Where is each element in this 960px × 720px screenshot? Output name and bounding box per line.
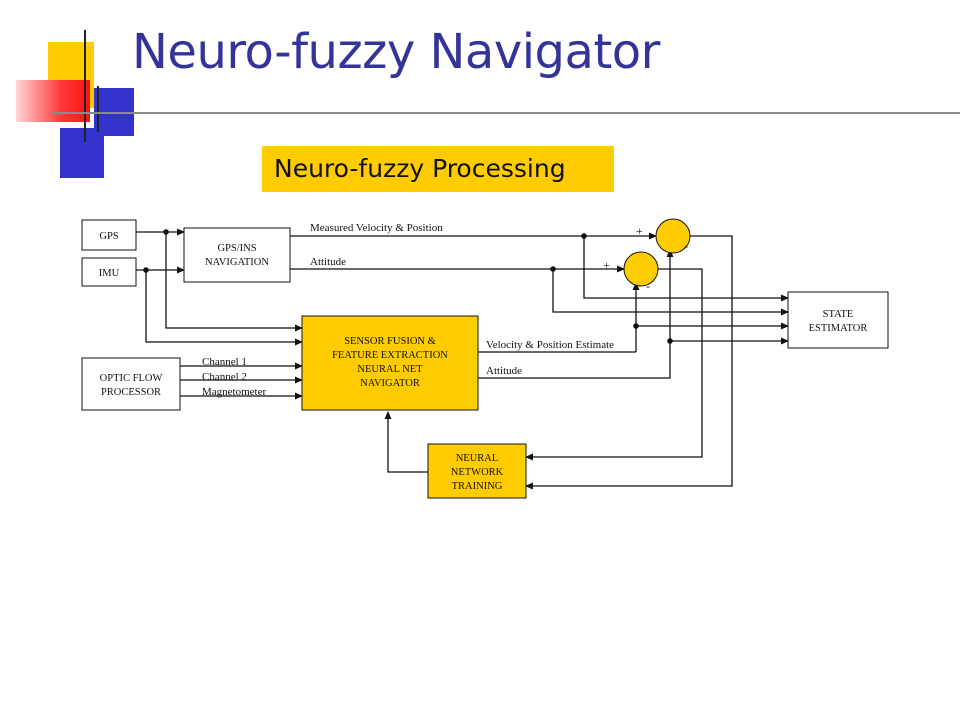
svg-text:SENSOR FUSION &: SENSOR FUSION & [344, 336, 436, 347]
state-estimator-block: STATE ESTIMATOR [787, 291, 889, 349]
decor-vertical-line-2 [97, 86, 99, 132]
neural-network-training-block: NEURAL NETWORK TRAINING [427, 443, 527, 499]
label-attitude-bottom: Attitude [486, 365, 522, 377]
gps-block: GPS [81, 219, 137, 251]
label-attitude-top: Attitude [310, 256, 346, 268]
junction-dots [143, 229, 673, 344]
svg-text:NAVIGATOR: NAVIGATOR [360, 378, 420, 389]
svg-text:NAVIGATION: NAVIGATION [205, 257, 269, 268]
svg-text:STATE: STATE [823, 309, 854, 320]
decor-red-square [16, 80, 90, 122]
gps-ins-navigation-block: GPS/INS NAVIGATION [183, 227, 291, 283]
slide-subtitle: Neuro-fuzzy Processing [262, 146, 614, 192]
svg-text:NEURAL NET: NEURAL NET [357, 364, 423, 375]
svg-text:PROCESSOR: PROCESSOR [101, 387, 161, 398]
svg-text:TRAINING: TRAINING [452, 481, 503, 492]
sum1-plus-sign: + [636, 224, 643, 238]
optic-flow-processor-block: OPTIC FLOW PROCESSOR [81, 357, 181, 411]
decor-blue-square-bottom [60, 128, 104, 178]
label-velocity-position-estimate: Velocity & Position Estimate [486, 339, 614, 351]
slide-title: Neuro-fuzzy Navigator [132, 24, 660, 80]
summing-junction-2 [623, 251, 659, 287]
svg-text:OPTIC FLOW: OPTIC FLOW [100, 373, 163, 384]
svg-text:NEURAL: NEURAL [456, 453, 499, 464]
label-magnetometer: Magnetometer [202, 386, 266, 398]
svg-text:GPS/INS: GPS/INS [217, 243, 256, 254]
svg-text:NETWORK: NETWORK [451, 467, 504, 478]
sum1-minus-sign: - [684, 239, 688, 253]
sum2-minus-sign: - [646, 279, 650, 293]
svg-text:ESTIMATOR: ESTIMATOR [809, 323, 868, 334]
sum2-plus-sign: + [603, 258, 610, 272]
title-divider-line [52, 112, 960, 114]
label-channel-1: Channel 1 [202, 356, 247, 368]
label-channel-2: Channel 2 [202, 371, 247, 383]
svg-text:GPS: GPS [99, 231, 118, 242]
svg-text:IMU: IMU [99, 268, 120, 279]
sensor-fusion-block: SENSOR FUSION & FEATURE EXTRACTION NEURA… [301, 315, 479, 411]
connection-lines [136, 228, 789, 490]
label-measured-velocity-position: Measured Velocity & Position [310, 222, 443, 234]
svg-text:FEATURE EXTRACTION: FEATURE EXTRACTION [332, 350, 448, 361]
imu-block: IMU [81, 257, 137, 287]
summing-junction-1 [655, 218, 691, 254]
decor-vertical-line [84, 30, 86, 142]
